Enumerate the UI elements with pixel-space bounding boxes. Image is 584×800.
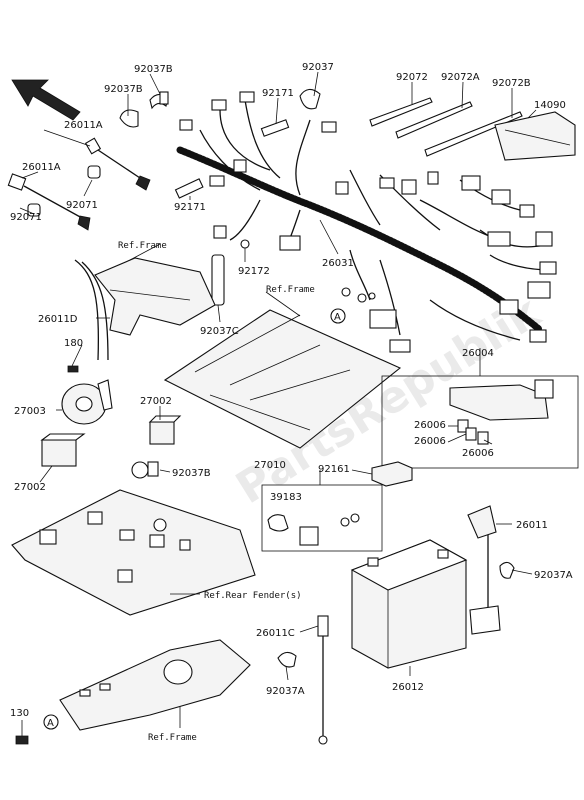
group-box-27010 <box>261 484 383 552</box>
lead-26011a-left-part <box>7 173 91 231</box>
callout-92037b-mid: 92037B <box>172 468 211 479</box>
callout-130: 130 <box>10 708 29 719</box>
lead-26011d-part <box>74 259 109 361</box>
front-direction-arrow-icon <box>11 79 81 121</box>
callout-180: 180 <box>64 338 83 349</box>
callout-39183: 39183 <box>270 492 302 503</box>
ref-frame-top-label: Ref.Frame <box>118 241 167 251</box>
clip-92037b-mid-part <box>131 461 159 479</box>
sleeve-92037c-part <box>211 254 225 306</box>
callout-92037a-right: 92037A <box>534 570 573 581</box>
screw-180-part <box>67 365 79 373</box>
ref-a-top-label: A <box>334 312 341 323</box>
cable-26011c-part <box>317 615 329 745</box>
callout-92037a-bottom: 92037A <box>266 686 305 697</box>
battery-26012-part <box>350 539 468 669</box>
cable-tie-92072-part <box>369 97 433 127</box>
cover-14090-part <box>494 111 576 161</box>
leader-lines <box>19 71 537 736</box>
callout-26011c: 26011C <box>256 628 295 639</box>
callout-26006-c: 26006 <box>462 448 494 459</box>
callout-92172: 92172 <box>238 266 270 277</box>
callout-92171-top: 92171 <box>262 88 294 99</box>
callout-92072: 92072 <box>396 72 428 83</box>
ref-frame-mid-label: Ref.Frame <box>266 285 315 295</box>
cable-tie-92072a-part <box>395 101 473 139</box>
clamp-92037a-right-part <box>499 561 515 579</box>
callout-26011d: 26011D <box>38 314 78 325</box>
fuse-holder-92161-part <box>371 461 413 487</box>
group-box-26004 <box>381 375 579 469</box>
ref-a-top-marker: A <box>330 308 346 324</box>
callout-27010: 27010 <box>254 460 286 471</box>
callout-92037-top: 92037 <box>302 62 334 73</box>
callout-26011: 26011 <box>516 520 548 531</box>
callout-92037b-top: 92037B <box>134 64 173 75</box>
callout-26011a-left: 26011A <box>22 162 61 173</box>
ref-rear-fender-label: Ref.Rear Fender(s) <box>204 591 302 601</box>
callout-26004: 26004 <box>462 348 494 359</box>
bracket-frame-part <box>94 257 216 336</box>
lead-26011a-top-part <box>84 137 151 191</box>
battery-tray-part <box>11 489 256 616</box>
callout-27002-left: 27002 <box>14 482 46 493</box>
frame-bottom-part <box>59 639 251 731</box>
relay-27002-mid-part <box>148 415 182 445</box>
callout-92161: 92161 <box>318 464 350 475</box>
callout-27003: 27003 <box>14 406 46 417</box>
callout-92037c: 92037C <box>200 326 239 337</box>
horn-27003-part <box>61 379 113 425</box>
callout-92071-left: 92071 <box>10 212 42 223</box>
callout-26012: 26012 <box>392 682 424 693</box>
callout-92072b: 92072B <box>492 78 531 89</box>
ref-frame-bottom-label: Ref.Frame <box>148 733 197 743</box>
ref-a-bottom-label: A <box>47 718 54 729</box>
cable-tie-92072b-part <box>424 111 523 157</box>
callout-92171-mid: 92171 <box>174 202 206 213</box>
bolt-130-part <box>15 735 29 745</box>
callout-26006-a: 26006 <box>414 420 446 431</box>
relay-27002-left-part <box>40 433 86 467</box>
callout-26006-b: 26006 <box>414 436 446 447</box>
callout-14090: 14090 <box>534 100 566 111</box>
clamp-92037-top-part <box>299 88 321 110</box>
callout-92037b-left: 92037B <box>104 84 143 95</box>
bolt-92172-part <box>240 239 250 249</box>
callout-27002-mid: 27002 <box>140 396 172 407</box>
ref-a-bottom-marker: A <box>43 714 59 730</box>
callout-92072a: 92072A <box>441 72 480 83</box>
clamp-92037b-top-part <box>149 91 169 110</box>
callout-26031: 26031 <box>322 258 354 269</box>
main-harness-26031-part <box>176 91 557 353</box>
callout-26011a-top: 26011A <box>64 120 103 131</box>
clamp-92037b-left-part <box>119 109 139 128</box>
frame-section-part <box>163 309 402 449</box>
callout-92071-mid: 92071 <box>66 200 98 211</box>
band-92171-mid-part <box>174 178 204 199</box>
cable-26011-part <box>467 505 501 635</box>
clamp-92037a-bottom-part <box>277 651 297 668</box>
band-92171-top-part <box>260 119 290 137</box>
